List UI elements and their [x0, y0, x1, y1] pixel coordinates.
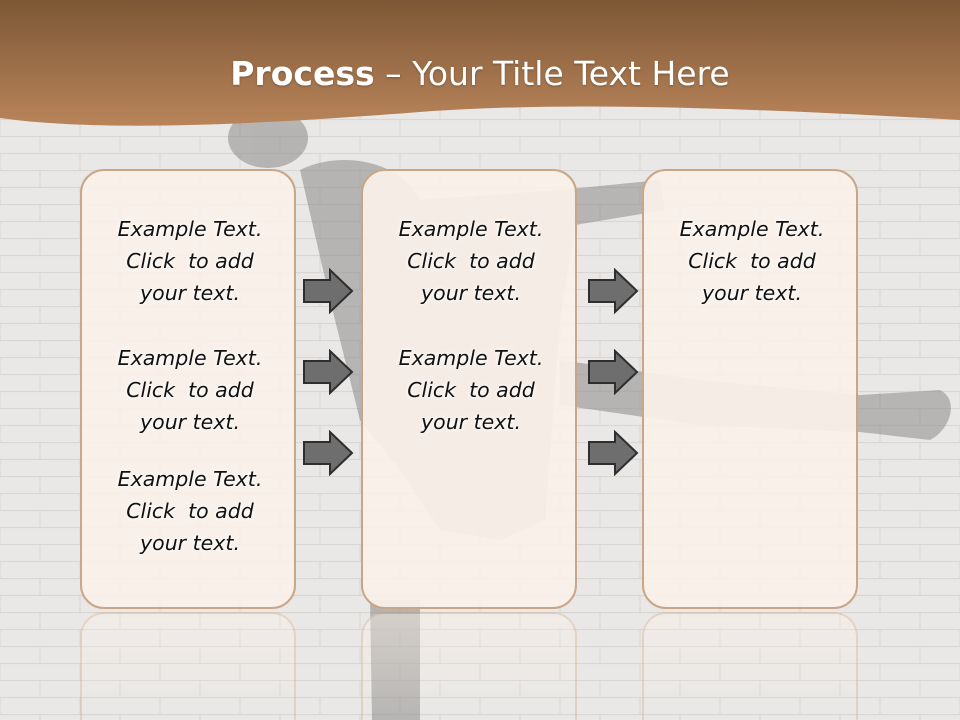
header-band — [0, 0, 960, 126]
right-arrow-icon — [588, 268, 639, 314]
text-block[interactable]: Example Text. Click to add your text. — [117, 346, 263, 434]
right-arrow-icon — [303, 430, 354, 476]
process-box-3[interactable]: Example Text. Click to add your text. — [642, 169, 858, 609]
right-arrow-icon — [303, 349, 354, 395]
box-reflection — [361, 612, 577, 720]
right-arrow-icon — [588, 349, 639, 395]
text-block[interactable]: Example Text. Click to add your text. — [117, 217, 263, 305]
slide-title[interactable]: Process – Your Title Text Here — [0, 52, 960, 96]
process-box-1[interactable]: Example Text. Click to add your text. Ex… — [80, 169, 296, 609]
title-rest: – Your Title Text Here — [374, 54, 730, 93]
text-block[interactable]: Example Text. Click to add your text. — [398, 217, 544, 305]
process-box-2[interactable]: Example Text. Click to add your text. Ex… — [361, 169, 577, 609]
box-reflection — [642, 612, 858, 720]
text-block[interactable]: Example Text. Click to add your text. — [398, 346, 544, 434]
text-block[interactable]: Example Text. Click to add your text. — [679, 217, 825, 305]
box-reflection — [80, 612, 296, 720]
right-arrow-icon — [588, 430, 639, 476]
right-arrow-icon — [303, 268, 354, 314]
text-block[interactable]: Example Text. Click to add your text. — [117, 467, 263, 555]
title-bold: Process — [230, 54, 375, 93]
